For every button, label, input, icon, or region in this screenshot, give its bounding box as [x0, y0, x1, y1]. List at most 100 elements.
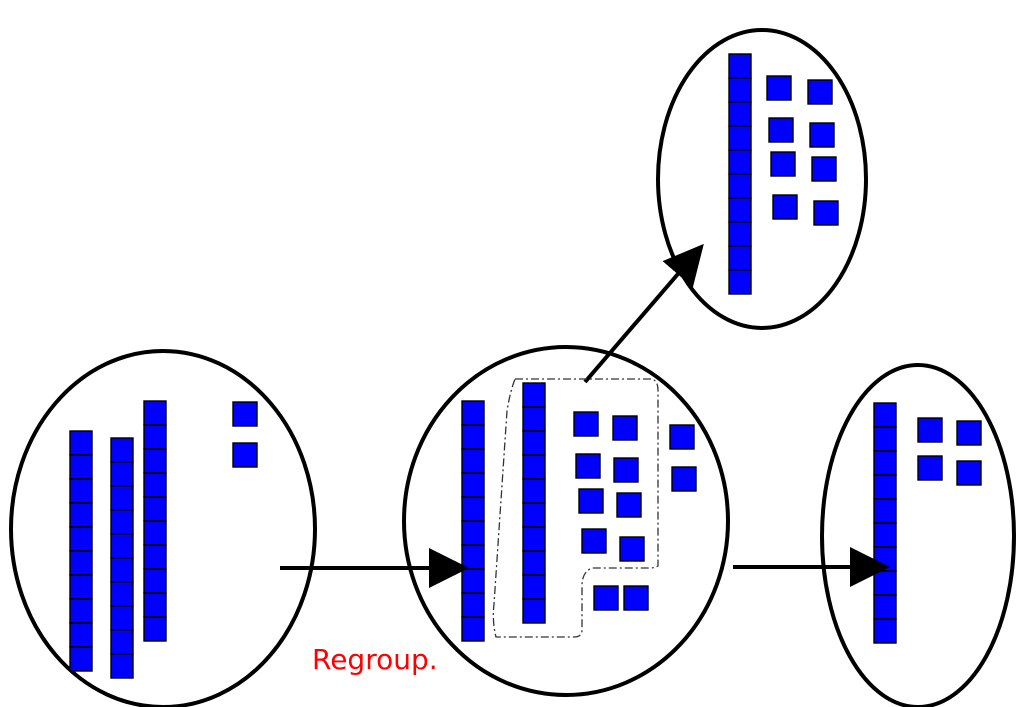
- rod-unit: [728, 173, 752, 199]
- rod-unit: [110, 557, 134, 583]
- rod-unit: [873, 474, 897, 500]
- ones-cube: [612, 415, 638, 441]
- rod-unit: [461, 568, 485, 594]
- rod-unit: [522, 526, 546, 552]
- rod-unit: [69, 598, 93, 624]
- rod-unit: [143, 472, 167, 498]
- rod-unit: [728, 221, 752, 247]
- split-out-group-oval: [656, 28, 868, 330]
- ones-cube: [613, 457, 639, 483]
- rod-unit: [522, 550, 546, 576]
- rod-unit: [69, 574, 93, 600]
- ten-rod: [143, 400, 167, 642]
- rod-unit: [143, 520, 167, 546]
- rod-unit: [728, 269, 752, 295]
- rod-unit: [143, 568, 167, 594]
- ten-rod: [728, 53, 752, 295]
- ones-cube: [770, 151, 796, 177]
- rod-unit: [143, 616, 167, 642]
- ones-cube: [671, 466, 697, 492]
- rod-unit: [69, 550, 93, 576]
- ones-cube: [956, 460, 982, 486]
- rod-unit: [522, 502, 546, 528]
- rod-unit: [110, 533, 134, 559]
- rod-unit: [461, 448, 485, 474]
- rod-unit: [110, 485, 134, 511]
- rod-unit: [110, 653, 134, 679]
- rod-unit: [728, 149, 752, 175]
- ones-cube: [956, 420, 982, 446]
- ones-cube: [807, 79, 833, 105]
- ones-cube: [573, 411, 599, 437]
- rod-unit: [110, 509, 134, 535]
- rod-unit: [522, 430, 546, 456]
- ten-rod: [69, 430, 93, 672]
- rod-unit: [461, 496, 485, 522]
- rod-unit: [461, 520, 485, 546]
- ones-cube: [809, 122, 835, 148]
- rod-unit: [873, 402, 897, 428]
- ones-cube: [593, 585, 619, 611]
- rod-unit: [522, 574, 546, 600]
- ones-cube: [232, 401, 258, 427]
- group-ovals: [9, 28, 1016, 707]
- regroup-label: Regroup.: [312, 643, 438, 676]
- ten-rod: [873, 402, 897, 644]
- rod-unit: [69, 646, 93, 672]
- rod-unit: [143, 400, 167, 426]
- rod-unit: [522, 478, 546, 504]
- ones-cube: [766, 75, 792, 101]
- rod-unit: [461, 400, 485, 426]
- rod-unit: [143, 592, 167, 618]
- rod-unit: [728, 53, 752, 79]
- rod-unit: [461, 616, 485, 642]
- ones-cube: [578, 488, 604, 514]
- ones-cube: [917, 417, 943, 443]
- arrows: [280, 243, 890, 588]
- ten-rod: [110, 437, 134, 679]
- ones-cube: [917, 455, 943, 481]
- remaining-group-oval: [820, 363, 1016, 707]
- rod-unit: [110, 629, 134, 655]
- ones-cube: [669, 424, 695, 450]
- ones-cube: [581, 528, 607, 554]
- regroup-boundary: [492, 378, 659, 638]
- ones-cube: [768, 117, 794, 143]
- rod-unit: [461, 472, 485, 498]
- ones-cube: [813, 200, 839, 226]
- start-group-oval: [9, 349, 317, 707]
- rod-unit: [873, 450, 897, 476]
- rod-unit: [522, 406, 546, 432]
- ones-cube: [811, 156, 837, 182]
- rod-unit: [522, 598, 546, 624]
- rod-unit: [461, 592, 485, 618]
- rod-unit: [461, 424, 485, 450]
- rod-unit: [69, 478, 93, 504]
- rod-unit: [873, 426, 897, 452]
- rod-unit: [69, 526, 93, 552]
- rod-unit: [522, 454, 546, 480]
- ones-cube: [616, 492, 642, 518]
- ones-cube: [232, 442, 258, 468]
- rod-unit: [873, 570, 897, 596]
- rod-unit: [110, 581, 134, 607]
- rod-unit: [69, 430, 93, 456]
- rod-unit: [873, 618, 897, 644]
- rod-unit: [728, 245, 752, 271]
- regrouped-group-oval: [402, 345, 730, 697]
- ones-cube: [575, 453, 601, 479]
- ten-rod: [522, 382, 546, 624]
- ones-cube: [772, 194, 798, 220]
- rod-unit: [69, 622, 93, 648]
- base-ten-blocks: [69, 53, 982, 679]
- rod-unit: [728, 125, 752, 151]
- rod-unit: [728, 197, 752, 223]
- rod-unit: [461, 544, 485, 570]
- rod-unit: [873, 594, 897, 620]
- rod-unit: [728, 101, 752, 127]
- rod-unit: [143, 544, 167, 570]
- ones-cube: [619, 536, 645, 562]
- rod-unit: [110, 461, 134, 487]
- rod-unit: [873, 522, 897, 548]
